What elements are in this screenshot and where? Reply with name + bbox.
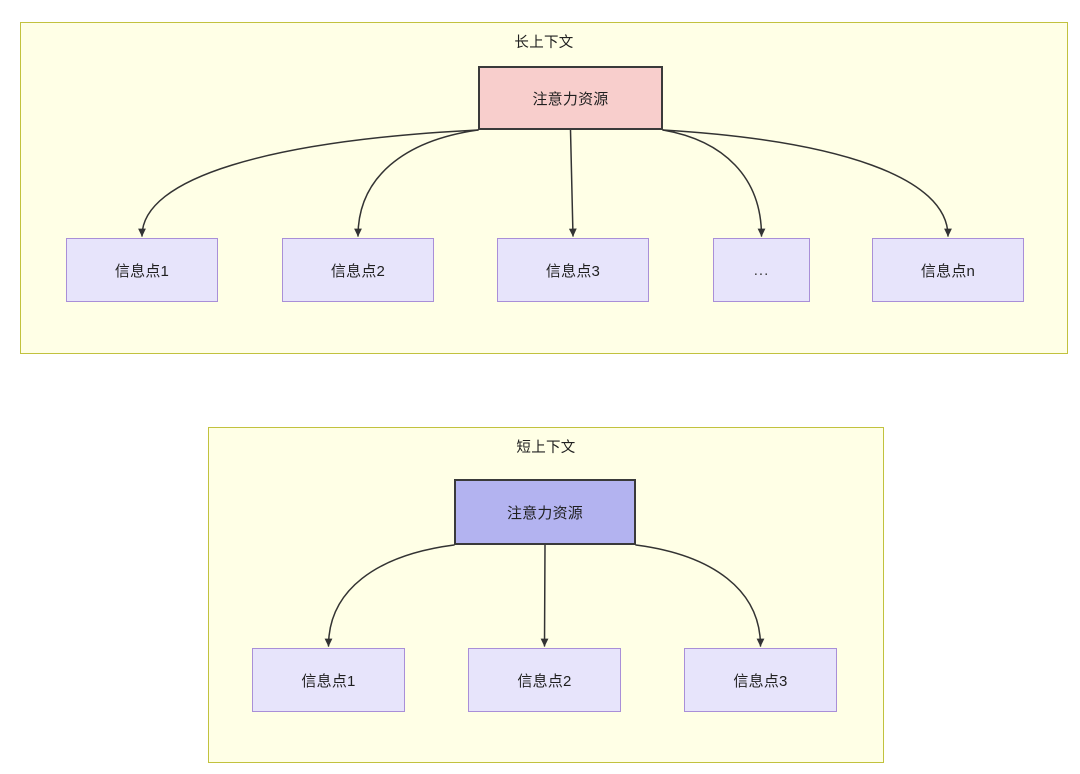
- info-node-3-short[interactable]: 信息点3: [684, 648, 837, 712]
- info-node-2-short[interactable]: 信息点2: [468, 648, 621, 712]
- group-container-short-context: [208, 427, 884, 763]
- info-node-ellipsis-long[interactable]: ...: [713, 238, 810, 302]
- attention-resource-node-short[interactable]: 注意力资源: [454, 479, 636, 545]
- info-node-n-long[interactable]: 信息点n: [872, 238, 1024, 302]
- info-node-1-short[interactable]: 信息点1: [252, 648, 405, 712]
- info-node-3-long[interactable]: 信息点3: [497, 238, 649, 302]
- group-title-long-context: 长上下文: [514, 35, 574, 51]
- info-node-2-long[interactable]: 信息点2: [282, 238, 434, 302]
- group-title-short-context: 短上下文: [516, 440, 576, 456]
- attention-resource-node-long[interactable]: 注意力资源: [478, 66, 663, 130]
- info-node-1-long[interactable]: 信息点1: [66, 238, 218, 302]
